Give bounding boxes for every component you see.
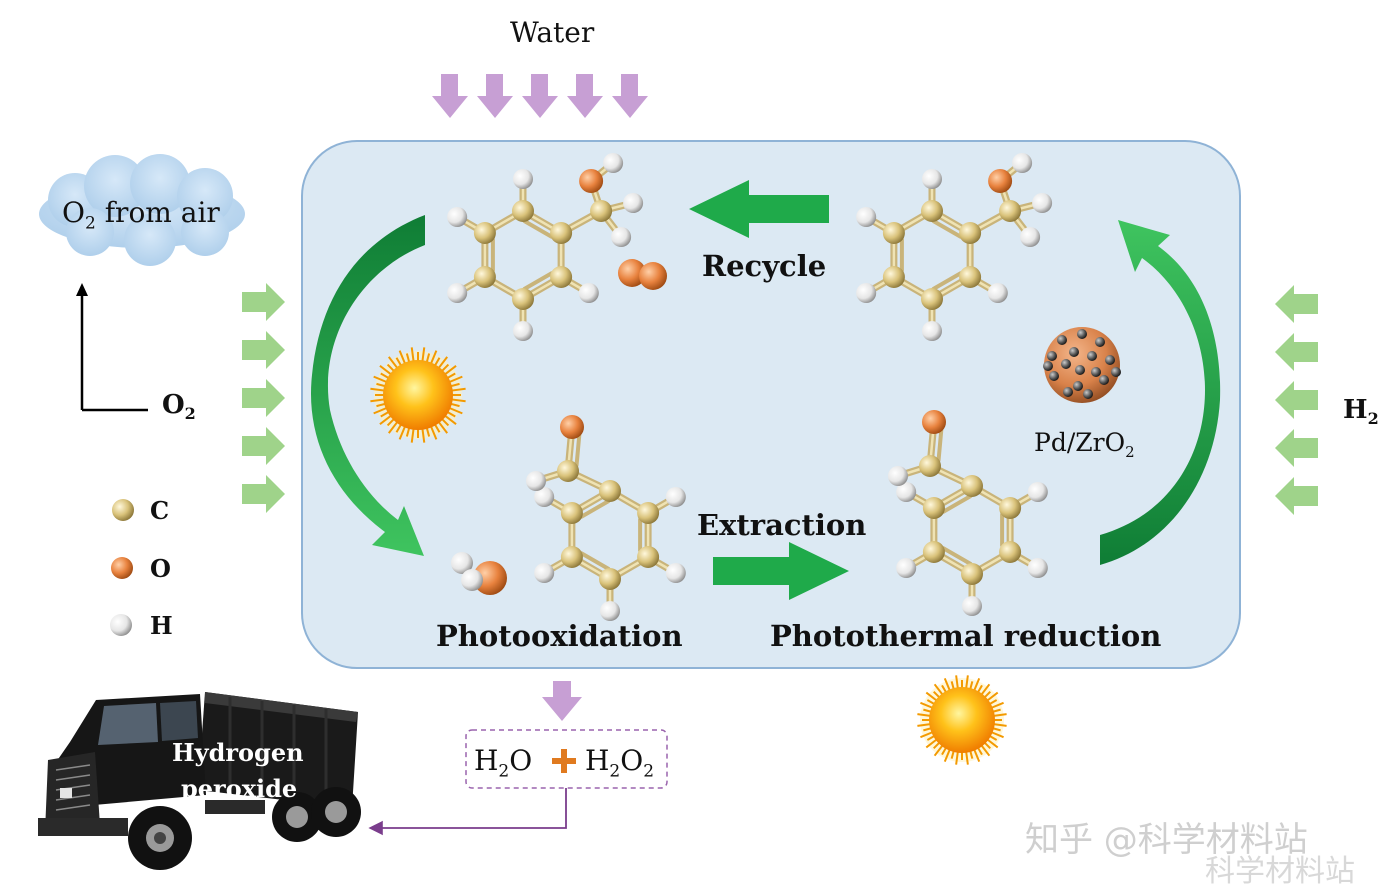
watermark-zhihu: 知乎 @科学材料站	[1025, 820, 1308, 860]
oxygen-atom-icon	[111, 557, 133, 579]
arrow-up-icon	[76, 283, 88, 296]
acetophenone-molecule	[888, 410, 1048, 616]
o2-label: O2	[162, 390, 196, 424]
extraction-label: Extraction	[697, 508, 867, 542]
extraction-arrow	[713, 542, 849, 600]
sun-icon	[917, 675, 1007, 765]
photooxidation-cycle-arrow	[310, 215, 425, 556]
hydrogen-peroxide-product-label: H2O2	[585, 744, 655, 782]
water-product-label: H2O	[474, 744, 533, 782]
photothermal-cycle-arrow	[1100, 220, 1221, 565]
watermark-weibo: 科学材料站	[1205, 854, 1355, 889]
h2-inflow-arrows	[1275, 285, 1318, 515]
oxygen-molecule	[618, 259, 667, 290]
1-phenylethanol-molecule	[447, 153, 644, 341]
air-cloud-icon	[39, 154, 245, 266]
water-molecule	[451, 552, 507, 595]
truck-label-line2: peroxide	[181, 774, 298, 803]
o2-axis-icon	[80, 292, 148, 412]
legend-o-label: O	[150, 554, 171, 583]
photothermal-reduction-label: Photothermal reduction	[770, 619, 1162, 653]
water-label: Water	[510, 16, 595, 49]
recycle-label: Recycle	[702, 249, 827, 283]
recycle-arrow	[689, 180, 829, 238]
photooxidation-label: Photooxidation	[436, 619, 683, 653]
product-box	[465, 729, 668, 789]
hydrogen-atom-icon	[110, 614, 132, 636]
acetophenone-molecule	[526, 415, 686, 621]
o2-inflow-arrows	[242, 283, 285, 513]
product-outflow-arrow	[542, 681, 582, 721]
delivery-line	[368, 788, 567, 836]
legend-h-label: H	[150, 611, 173, 640]
truck-label-line1: Hydrogen	[172, 738, 304, 767]
catalyst-label: Pd/ZrO2	[1034, 428, 1135, 461]
carbon-atom-icon	[112, 499, 134, 521]
o2-from-air-label: O2 from air	[62, 196, 220, 234]
truck-icon	[38, 692, 361, 870]
reactor-panel	[301, 140, 1241, 669]
1-phenylethanol-molecule	[856, 153, 1053, 341]
h2-label: H2	[1343, 395, 1379, 429]
plus-icon	[552, 749, 576, 773]
water-inflow-arrows	[432, 74, 648, 118]
catalyst-particle-icon	[1043, 327, 1121, 403]
sun-icon	[370, 347, 466, 443]
legend-c-label: C	[150, 496, 170, 525]
